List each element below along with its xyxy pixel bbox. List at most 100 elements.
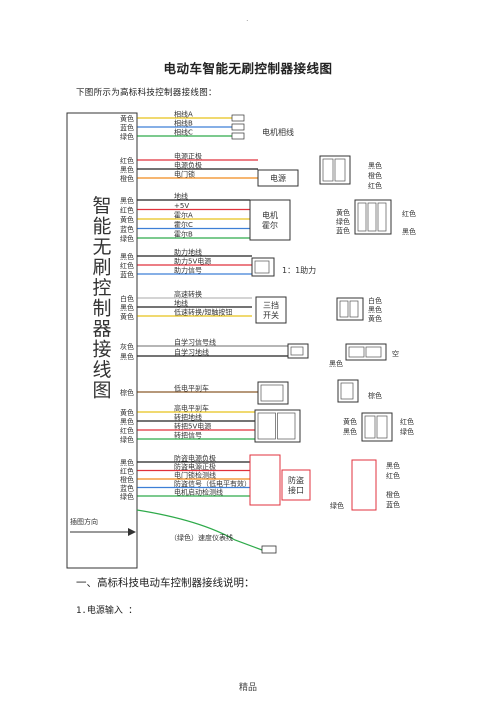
hall-conn-label: 绿色	[336, 217, 350, 226]
controller-label-char: 刷	[92, 257, 111, 279]
pull-direction-arrowhead	[128, 528, 136, 536]
speed-conn-label: 黄色	[368, 314, 382, 323]
phase-terminal	[231, 132, 245, 140]
page-title: 电动车智能无刷控制器接线图	[163, 61, 333, 76]
controller-label-char: 线	[92, 359, 111, 381]
power-color-label: 黑色	[120, 165, 134, 174]
antitheft-plug	[351, 459, 377, 511]
throttle-connector-pin	[277, 412, 296, 440]
controller-label-char: 无	[92, 236, 111, 258]
throttle-conn-label: 绿色	[400, 427, 414, 436]
throttle-wire-label: 转把信号	[174, 431, 202, 440]
learn-connector-pin	[365, 346, 382, 358]
hall-conn-label: 蓝色	[336, 226, 350, 235]
antitheft-box	[281, 469, 311, 501]
power-connector-pin	[322, 158, 334, 182]
phase-wire-label: 相线A	[174, 110, 193, 119]
hall-conn-label: 黄色	[336, 208, 350, 217]
speedometer-label: （绿色）速度仪表线	[170, 533, 233, 542]
speed-color-label: 黄色	[120, 312, 134, 321]
antitheft-color-label: 绿色	[120, 492, 134, 501]
hall-color-label: 黑色	[120, 196, 134, 205]
learn-connector-pin	[348, 346, 365, 358]
antitheft-wire-label: 电机启动检测线	[174, 488, 223, 497]
controller-label-char: 智	[92, 195, 111, 217]
controller-label-char: 接	[92, 339, 111, 361]
antitheft-conn-label: 黑色	[386, 461, 400, 470]
power-conn-label: 黑色	[368, 161, 382, 170]
hall-box-label: 电机	[262, 210, 278, 220]
learn-color-label: 黑色	[120, 352, 134, 361]
hall-color-label: 蓝色	[120, 225, 134, 234]
power-box-label: 电源	[270, 173, 286, 183]
learn-conn-label: 空	[392, 349, 399, 358]
antitheft-color-label: 蓝色	[120, 484, 134, 493]
controller-label-char: 控	[92, 277, 111, 299]
brake-wire-label: 低电平刹车	[174, 384, 209, 393]
throttle-connector-pin	[257, 412, 276, 440]
antitheft-conn-label: 蓝色	[386, 500, 400, 509]
power-conn-label: 红色	[368, 181, 382, 190]
throttle-conn-label: 黑色	[343, 427, 357, 436]
assist-color-label: 红色	[120, 261, 134, 270]
throttle-color-label: 黑色	[120, 417, 134, 426]
learn-wire-label: 自学习地线	[174, 348, 209, 357]
assist-wire-label: 助力地线	[174, 248, 202, 257]
controller-box	[66, 112, 138, 569]
antitheft-wire-label: 防盗信号（低电平有效）	[174, 479, 251, 488]
power-box	[257, 169, 299, 187]
hall-conn-label: 红色	[402, 209, 416, 218]
hall-wire-label: 霍尔A	[174, 211, 193, 220]
antitheft-conn-label: 橙色	[386, 490, 400, 499]
antitheft-color-label: 橙色	[120, 475, 134, 484]
brake-connector-pin	[340, 382, 354, 400]
phase-color-label: 黄色	[120, 114, 134, 123]
phase-wire-label: 相线C	[174, 128, 193, 137]
speed-box	[255, 296, 287, 324]
controller-label: 智能无刷控制器接线图	[92, 195, 111, 402]
learn-wire-label: 自学习信号线	[174, 338, 216, 347]
speed-wire-label: 地线	[174, 299, 188, 308]
assist-color-label: 蓝色	[120, 270, 134, 279]
phase-color-label: 绿色	[120, 132, 134, 141]
power-conn-label: 橙色	[368, 171, 382, 180]
speed-connector-pin	[339, 300, 349, 318]
throttle-color-label: 黄色	[120, 408, 134, 417]
assist-label: 1：1助力	[282, 265, 316, 275]
antitheft-box-label: 接口	[288, 485, 304, 495]
learn-color-label: 灰色	[120, 342, 134, 351]
controller-label-char: 器	[92, 318, 111, 340]
pull-direction-label: 插图方向	[70, 517, 98, 526]
header-dot: .	[246, 14, 249, 23]
hall-color-label: 红色	[120, 206, 134, 215]
hall-color-label: 黄色	[120, 215, 134, 224]
power-color-label: 红色	[120, 156, 134, 165]
speed-conn-label: 白色	[368, 296, 382, 305]
phase-terminal	[231, 123, 245, 131]
speed-wire-label: 低速转换/短触按钮	[174, 308, 232, 317]
section-heading: 一、高标科技电动车控制器接线说明：	[76, 577, 255, 589]
throttle-wire-label: 转把5V电源	[174, 422, 211, 431]
antitheft-wire-label: 防盗电源正极	[174, 462, 216, 471]
power-color-label: 橙色	[120, 174, 134, 183]
hall-box-label: 霍尔	[262, 220, 278, 230]
throttle-connector-pin	[376, 415, 388, 439]
throttle-conn-label: 红色	[400, 417, 414, 426]
intro-text: 下图所示为高标科技控制器接线图：	[76, 88, 217, 98]
brake-connector-pin	[260, 384, 284, 402]
throttle-wire-label: 转把地线	[174, 413, 202, 422]
speed-color-label: 白色	[120, 294, 134, 303]
page-footer: 精品	[238, 683, 257, 693]
hall-wire-label: +5V	[174, 202, 189, 210]
hall-wire-label: 霍尔B	[174, 230, 193, 239]
learn-conn-label: 黑色	[329, 359, 343, 368]
controller-label-char: 图	[92, 380, 111, 402]
